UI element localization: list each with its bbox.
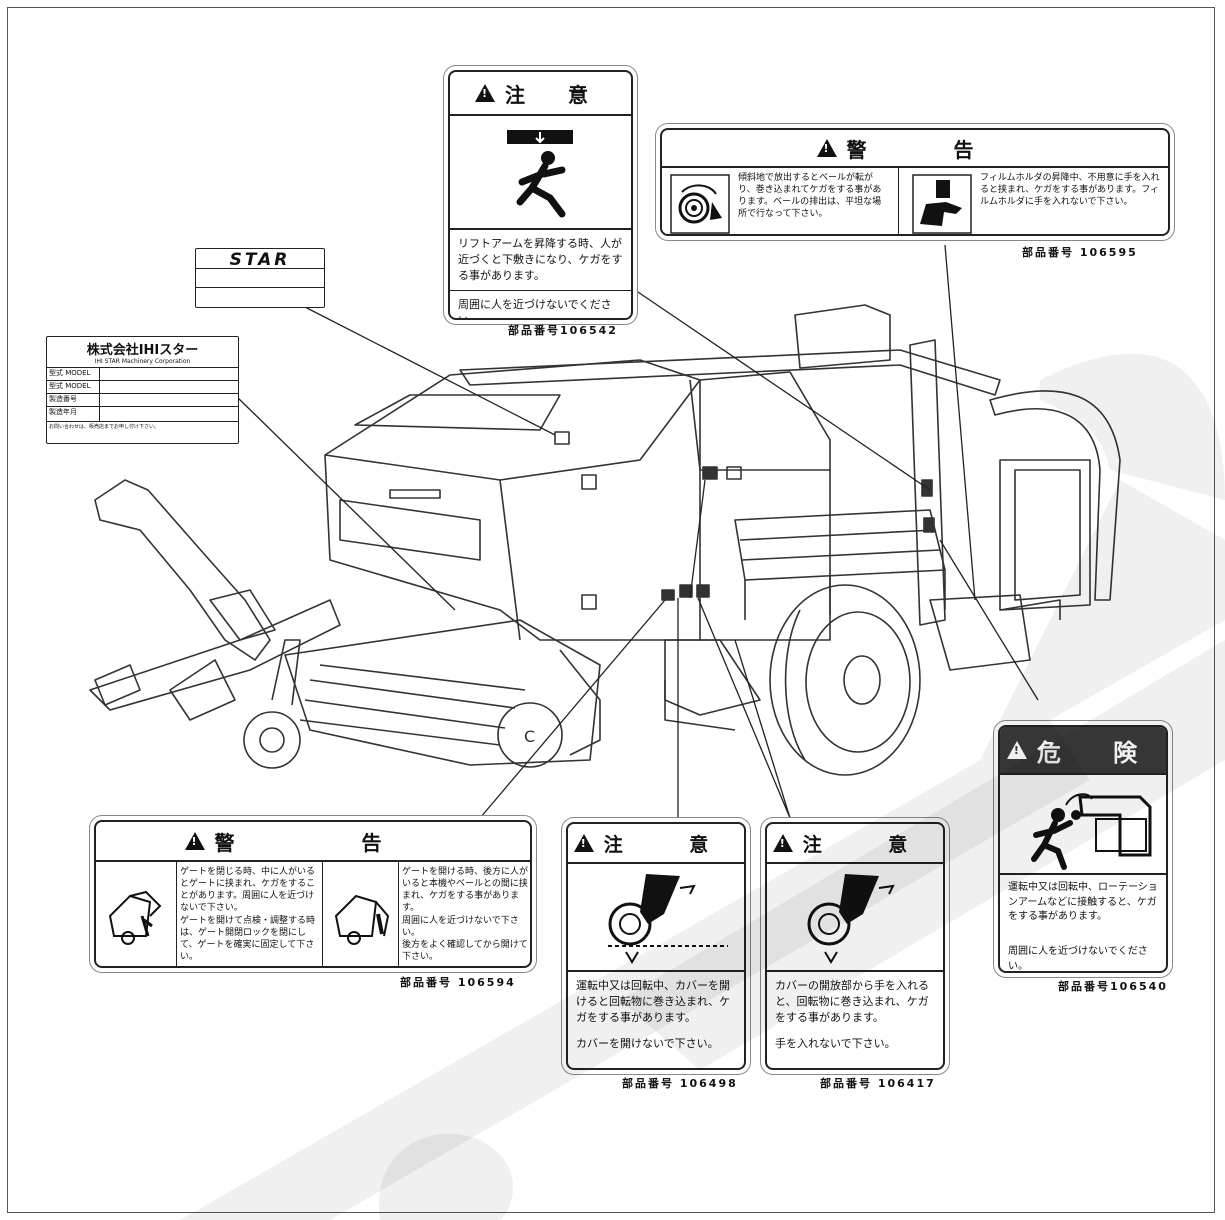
caution-text2-cover2: 手を入れないで下さい。 <box>775 1037 896 1050</box>
caution-text-cover1: 運転中又は回転中、カバーを開けると回転物に巻き込まれ、ケガをする事があります。 <box>576 979 731 1024</box>
rotor-entanglement-icon <box>807 874 895 964</box>
rotation-arm-impact-icon <box>1031 793 1152 870</box>
part-number-106542: 部品番号106542 <box>508 324 618 337</box>
gate-crush-icon <box>334 894 390 945</box>
svg-text:C: C <box>524 727 535 746</box>
warning-text-gate-right: ゲートを開ける時、後方に人がいると本機やベールとの間に挟まれ、ケガをする事があり… <box>402 867 529 962</box>
caution-label-cover1: 注 意 運転中又は回転中、カバーを開けると回転物に巻き込まれ、ケガをする事があり… <box>566 822 746 1070</box>
part-number-106540: 部品番号106540 <box>1058 980 1168 993</box>
page-frame <box>7 7 1215 1213</box>
bale-roll-icon <box>670 174 730 234</box>
ihi-row-date: 製造年月 <box>47 407 100 421</box>
rotor-entanglement-icon <box>608 874 728 964</box>
danger-label-rotation: 危 険 運転中又は回転中、ローテーションアームなどに接触すると、ケガをする事があ… <box>998 725 1168 973</box>
warning-title-gate: 警 告 <box>214 830 442 855</box>
warning-triangle-icon <box>1006 741 1027 759</box>
part-number-106595: 部品番号 106595 <box>1022 246 1138 259</box>
ihi-row-serial: 製造番号 <box>47 394 100 406</box>
warning-triangle-icon <box>816 139 837 157</box>
part-number-106498: 部品番号 106498 <box>622 1077 738 1090</box>
warning-text-film-right: フィルムホルダの昇降中、不用意に手を入れると挟まれ、ケガをする事があります。フィ… <box>980 173 1160 208</box>
warning-text-gate-left: ゲートを閉じる時、中に人がいるとゲートに挟まれ、ケガをすることがあります。周囲に… <box>180 867 316 962</box>
caution-title: 注 意 <box>505 82 606 107</box>
caution-text2-liftarm: 周囲に人を近づけないでください。 <box>458 298 612 318</box>
part-number-106594: 部品番号 106594 <box>400 976 516 989</box>
warning-title-film: 警 告 <box>846 137 1014 162</box>
danger-text2: 周囲に人を近づけないでください。 <box>1008 946 1148 972</box>
part-number-106417: 部品番号 106417 <box>820 1077 936 1090</box>
ihi-nameplate: 株式会社IHIスター IHI STAR Machinery Corporatio… <box>46 336 239 444</box>
caution-label-cover2: 注 意 カバーの開放部から手を入れると、回転物に巻き込まれ、ケガをする事がありま… <box>765 822 945 1070</box>
gate-crush-icon <box>108 890 162 945</box>
caution-label-liftarm: 注 意 リフトアームを昇降する時、人が近づくと下敷きになり、ケガをする事がありま… <box>448 70 633 320</box>
ihi-row-model: 型式 MODEL <box>47 368 100 380</box>
ihi-row-model2: 型式 MODEL <box>47 381 100 393</box>
ihi-company: 株式会社IHIスター <box>86 343 199 358</box>
warning-label-film: 警 告 傾斜地で放出するとベールが転がり、巻き込まれてケガをする事があります。ベ… <box>660 128 1170 236</box>
warning-triangle-icon <box>184 832 205 850</box>
star-logo: STAR <box>229 250 291 270</box>
warning-triangle-icon <box>772 834 793 852</box>
hand-crush-icon <box>912 174 972 234</box>
caution-title-cover1: 注 意 <box>603 833 739 856</box>
falling-person-icon <box>507 130 573 218</box>
caution-text-cover2: カバーの開放部から手を入れると、回転物に巻き込まれ、ケガをする事があります。 <box>775 979 929 1024</box>
danger-text: 運転中又は回転中、ローテーションアームなどに接触すると、ケガをする事があります。 <box>1008 882 1158 922</box>
warning-triangle-icon <box>573 834 594 852</box>
caution-text2-cover1: カバーを開けないで下さい。 <box>576 1037 719 1050</box>
caution-text-liftarm: リフトアームを昇降する時、人が近づくと下敷きになり、ケガをする事があります。 <box>450 230 631 291</box>
ihi-footer: お問い合わせは、販売店までお申し付け下さい。 <box>49 424 160 430</box>
warning-text-film-left: 傾斜地で放出するとベールが転がり、巻き込まれてケガをする事があります。ベールの排… <box>738 173 882 220</box>
danger-title: 危 険 <box>1036 738 1160 767</box>
ihi-company-en: IHI STAR Machinery Corporation <box>94 358 191 365</box>
star-nameplate: STAR <box>195 248 325 308</box>
caution-title-cover2: 注 意 <box>802 833 938 856</box>
warning-triangle-icon <box>475 84 496 102</box>
warning-label-gate: 警 告 ゲートを閉じる時、中に人がいるとゲートに挟まれ、ケガをすることがあります… <box>94 820 532 968</box>
